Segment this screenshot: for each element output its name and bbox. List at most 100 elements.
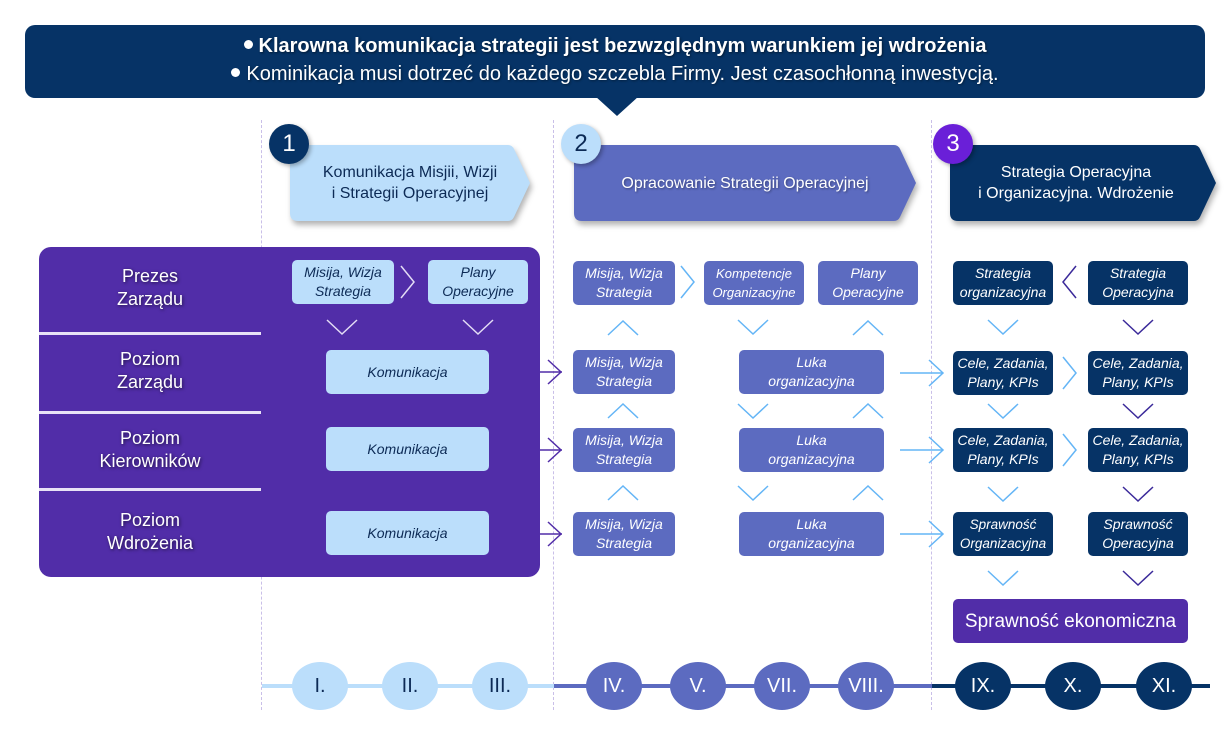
chevron-down-icon [737,403,769,420]
banner-text-1: Klarowna komunikacja strategii jest bezw… [258,35,987,57]
timeline-step: IV. [586,662,642,710]
chevron-up-icon [607,484,639,501]
banner-text-2: Kominikacja musi dotrzeć do każdego szcz… [246,63,999,85]
box-line1: Misija, Wizja [585,432,663,448]
header-banner: Klarowna komunikacja strategii jest bezw… [25,25,1205,98]
phase-2-title: Opracowanie Strategii Operacyjnej [621,174,869,192]
chevron-right-icon [680,265,695,299]
timeline-step: VIII. [838,662,894,710]
box-line1: Plany [850,265,886,281]
phase1-communication-box-kierownicy: Komunikacja [326,427,489,471]
timeline-step: IX. [955,662,1011,710]
box-line2: organizacyjna [768,373,855,389]
level-label-line2: Zarządu [116,289,184,309]
phase-2-badge: 2 [561,124,601,164]
chevron-down-icon [987,319,1019,336]
level-label-line2: Zarządu [116,372,184,392]
box-line2: organizacyjna [768,535,855,551]
level-divider [39,411,261,414]
box-line1: Cele, Zadania, [1092,355,1184,371]
banner-pointer [595,96,639,116]
box-line2: Strategia [595,373,653,389]
box-line2: Strategia [595,535,653,551]
box-line1: Cele, Zadania, [957,432,1049,448]
box-line1: Luka [796,516,827,532]
phase-3-title-line1: Strategia Operacyjna [1000,164,1152,181]
column-separator [931,120,932,710]
timeline-step: VII. [754,662,810,710]
box-line2: Operacyjne [442,283,514,299]
box-line1: Cele, Zadania, [1092,432,1184,448]
timeline-step: I. [292,662,348,710]
timeline-segment-2 [554,684,932,688]
chevron-down-icon [987,570,1019,587]
chevron-down-icon [737,485,769,502]
chevron-left-icon [1062,265,1077,299]
phase3-goals-box-op: Cele, Zadania,Plany, KPIs [1088,351,1188,395]
timeline-step: II. [382,662,438,710]
chevron-down-icon [737,319,769,336]
phase2-gap-box: Luka organizacyjna [739,512,884,556]
timeline-step: XI. [1136,662,1192,710]
phase-3-badge: 3 [933,124,973,164]
chevron-down-icon [987,486,1019,503]
timeline-step: X. [1045,662,1101,710]
level-divider [39,488,261,491]
box-line2: Organizacyjne [712,285,796,300]
level-label-line1: Poziom [119,349,181,369]
box-line1: Misija, Wizja [304,264,382,280]
box-line1: Sprawność [969,517,1037,532]
phase2-gap-box: Luka organizacyjna [739,350,884,394]
bullet-icon [243,40,253,50]
box-line1: Sprawność [1103,516,1173,532]
economic-efficiency-box: Sprawność ekonomiczna [953,599,1188,643]
phase1-communication-box-wdrozenie: Komunikacja [326,511,489,555]
chevron-right-icon [1062,356,1077,390]
phase3-goals-box-org: Cele, Zadania,Plany, KPIs [953,428,1053,472]
box-line1: Luka [796,354,827,370]
box-line2: Operacyjna [1102,535,1174,551]
chevron-right-icon [1062,433,1077,467]
box-line1: Misija, Wizja [585,265,663,281]
chevron-up-icon [852,484,884,501]
arrow-head-icon [547,437,563,463]
level-label-line1: Poziom [119,510,181,530]
level-label-line2: Wdrożenia [106,533,194,553]
box-line2: organizacyjna [959,284,1047,300]
phase3-org-strategy-box: Strategia organizacyjna [953,261,1053,305]
chevron-up-icon [852,402,884,419]
box-line1: Misija, Wizja [585,354,663,370]
arrow-head-icon [547,359,563,385]
chevron-up-icon [852,319,884,336]
phase3-goals-box-org: Cele, Zadania,Plany, KPIs [953,351,1053,395]
box-line2: Strategia [595,284,653,300]
phase-1-title-line2: i Strategii Operacyjnej [331,185,489,202]
chevron-up-icon [607,402,639,419]
box-line1: Strategia [1109,265,1167,281]
chevron-down-icon [987,403,1019,420]
chevron-down-icon [1122,319,1154,336]
chevron-down-icon [1122,570,1154,587]
box-line2: organizacyjna [768,451,855,467]
banner-line-1: Klarowna komunikacja strategii jest bezw… [25,35,1205,58]
level-divider [39,332,261,335]
box-line1: Plany [460,264,496,280]
column-separator [553,120,554,710]
level-label-line1: Poziom [119,428,181,448]
box-line1: Strategia [974,265,1032,281]
